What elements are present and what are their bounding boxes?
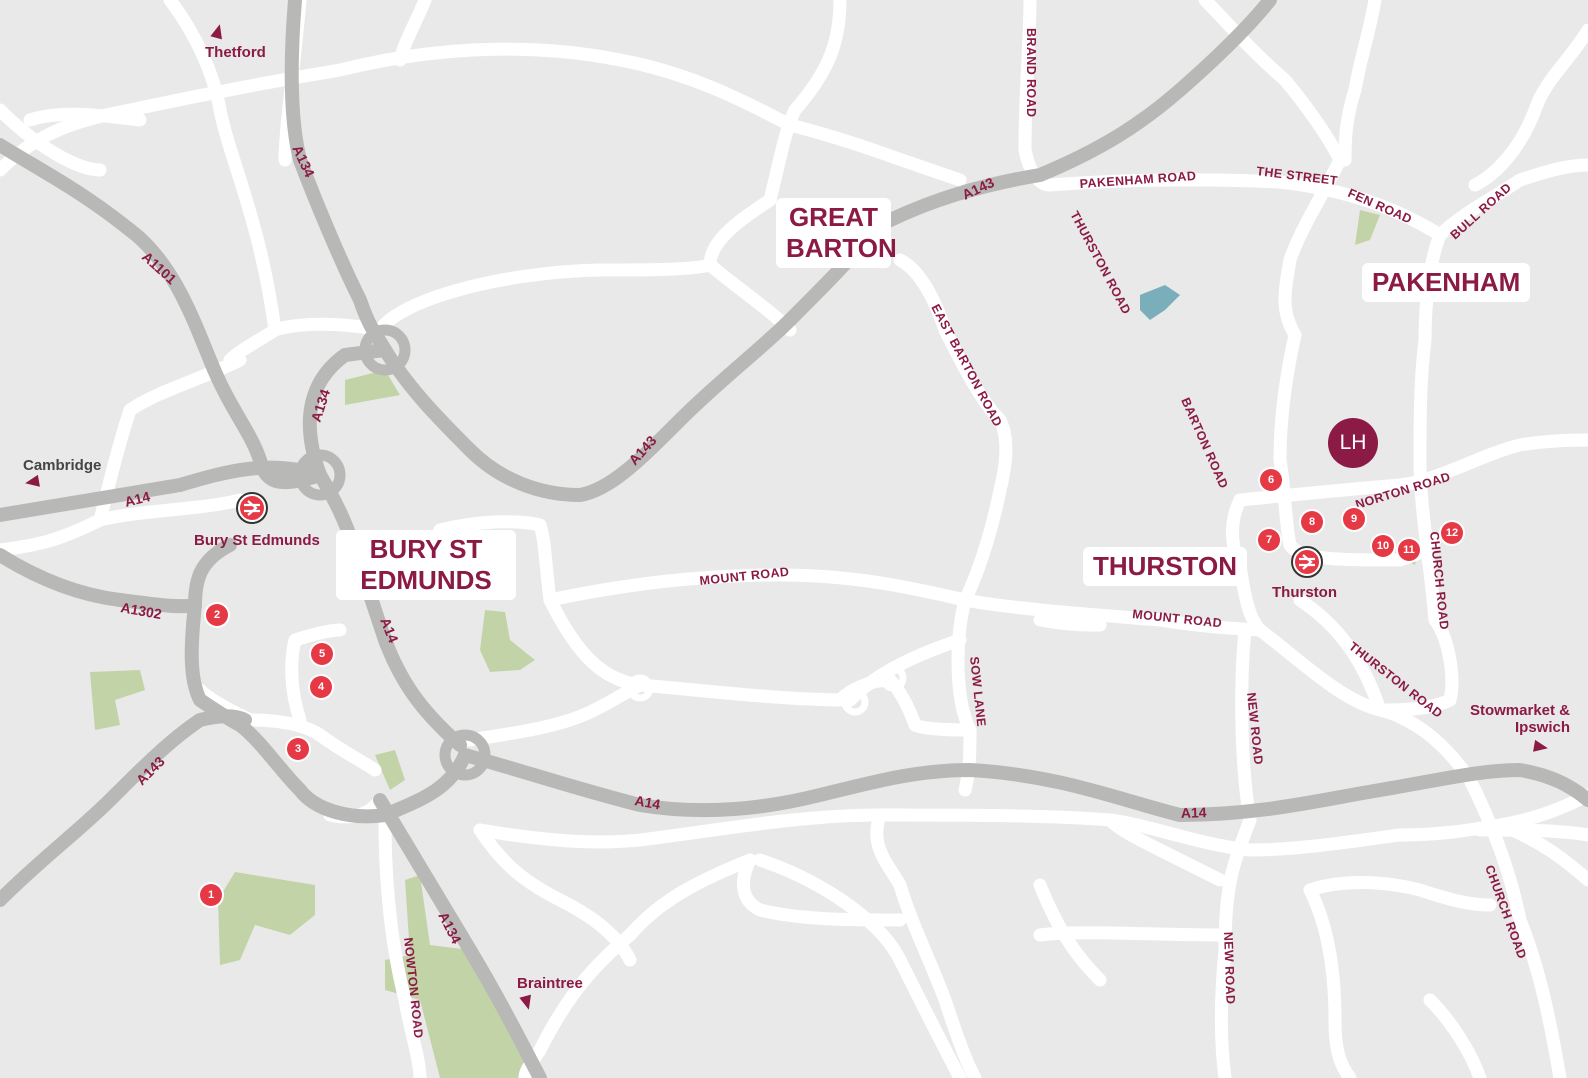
direction-arrow-icon: [24, 474, 40, 490]
poi-marker-12[interactable]: 12: [1441, 522, 1463, 544]
park-area: [480, 610, 535, 672]
poi-marker-4[interactable]: 4: [310, 676, 332, 698]
poi-marker-1[interactable]: 1: [200, 884, 222, 906]
road-label-mount-road: MOUNT ROAD: [699, 565, 790, 588]
park-area: [385, 875, 540, 1078]
direction-arrow-icon: [1533, 739, 1549, 755]
development-marker[interactable]: LH: [1328, 418, 1378, 468]
rail-station-icon[interactable]: [236, 492, 268, 524]
road-label-bull-road: BULL ROAD: [1448, 180, 1515, 242]
park-area: [375, 750, 405, 790]
town-label-bury-st-edmunds: BURY ST EDMUNDS: [336, 530, 516, 600]
town-label-pakenham: PAKENHAM: [1362, 263, 1531, 302]
road-label-a1302: A1302: [119, 599, 163, 622]
poi-marker-8[interactable]: 8: [1301, 511, 1323, 533]
poi-marker-10[interactable]: 10: [1372, 535, 1394, 557]
poi-marker-11[interactable]: 11: [1398, 539, 1420, 561]
roundabouts: [294, 324, 907, 781]
parks: [90, 210, 1418, 1078]
road-label-a14: A14: [1181, 804, 1207, 821]
town-label-thurston: THURSTON: [1083, 547, 1247, 586]
park-area: [1355, 210, 1380, 245]
road-label-a14: A14: [123, 488, 152, 510]
park-area: [90, 670, 145, 730]
poi-marker-5[interactable]: 5: [311, 643, 333, 665]
road-label-east-barton-road: EAST BARTON ROAD: [928, 302, 1005, 429]
park-area: [218, 872, 315, 965]
poi-marker-9[interactable]: 9: [1343, 508, 1365, 530]
station-label-thurston: Thurston: [1272, 584, 1337, 601]
town-label-great-barton: GREAT BARTON: [776, 198, 897, 268]
direction-thetford[interactable]: Thetford: [205, 44, 266, 61]
poi-marker-2[interactable]: 2: [206, 604, 228, 626]
poi-marker-3[interactable]: 3: [287, 738, 309, 760]
direction-braintree[interactable]: Braintree: [517, 975, 583, 992]
road-label-a14: A14: [633, 792, 661, 812]
park-area: [345, 370, 400, 405]
direction-cambridge[interactable]: Cambridge: [23, 457, 102, 474]
rail-station-icon[interactable]: [1291, 546, 1323, 578]
road-label-brand-road: BRAND ROAD: [1024, 28, 1038, 117]
road-label-pakenham-road: PAKENHAM ROAD: [1079, 169, 1196, 191]
poi-marker-6[interactable]: 6: [1260, 469, 1282, 491]
station-label-bury: Bury St Edmunds: [194, 532, 320, 549]
pond: [1140, 285, 1180, 320]
poi-marker-7[interactable]: 7: [1258, 529, 1280, 551]
road-label-fen-road: FEN ROAD: [1346, 186, 1414, 227]
direction-stowmarket-ipswich[interactable]: Stowmarket & Ipswich: [1469, 702, 1570, 736]
road-label-thurston-road: THURSTON ROAD: [1067, 209, 1133, 317]
road-label-new-road: NEW ROAD: [1221, 932, 1238, 1005]
road-label-barton-road: BARTON ROAD: [1178, 396, 1231, 491]
